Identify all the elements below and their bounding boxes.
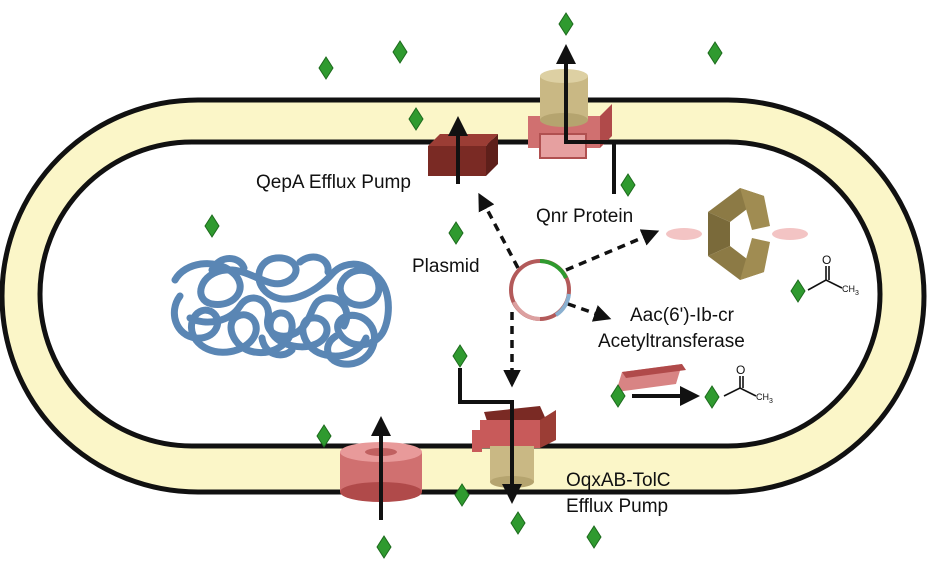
drug-molecule-icon (620, 173, 636, 197)
aac-label-line1: Aac(6')-Ib-cr (630, 305, 735, 326)
drug-molecule-icon (448, 221, 464, 245)
oqxab-label-line2: Efflux Pump (566, 496, 668, 517)
acetyl-o-bottom: O (736, 363, 745, 377)
top-center-pump (528, 44, 616, 194)
drug-molecule-icon (454, 483, 470, 507)
qepa-efflux-pump (428, 116, 498, 184)
drug-molecule-icon (707, 41, 723, 65)
drug-molecule-icon (376, 535, 392, 559)
drug-molecule-icon (704, 385, 720, 409)
plasmid-label: Plasmid (412, 256, 480, 277)
acetyl-ch3-bottom: CH3 (756, 392, 773, 405)
acetyl-group-icon (807, 266, 843, 291)
plasmid-gene-arrows (478, 192, 660, 388)
chromosome-icon (170, 253, 392, 368)
drug-molecule-icon (510, 511, 526, 535)
acetyl-ch3-top: CH3 (842, 284, 859, 297)
bottom-left-pump (340, 416, 422, 520)
drug-molecule-icon (318, 56, 334, 80)
acetyl-o-top: O (822, 253, 831, 267)
drug-molecule-icon (558, 12, 574, 36)
aac-label-line2: Acetyltransferase (598, 331, 745, 352)
drug-molecule-icon (316, 424, 332, 448)
qnr-protein-icon (666, 188, 808, 280)
oqxab-label-line1: OqxAB-TolC (566, 470, 671, 491)
oqxab-tolc-efflux-pump (458, 368, 556, 504)
drug-molecule-icon (452, 344, 468, 368)
drug-molecule-icon (408, 107, 424, 131)
acetyltransferase-enzyme-icon (616, 364, 686, 392)
drug-molecule-icon (610, 384, 626, 408)
drug-molecule-icon (204, 214, 220, 238)
drug-molecule-icon (392, 40, 408, 64)
drug-molecule-icon (586, 525, 602, 549)
qnr-label: Qnr Protein (536, 206, 633, 227)
plasmid-icon (509, 259, 571, 321)
drug-molecules (204, 12, 806, 559)
acetyl-group-icon (723, 376, 757, 397)
qepa-label: QepA Efflux Pump (256, 172, 411, 193)
drug-molecule-icon (790, 279, 806, 303)
